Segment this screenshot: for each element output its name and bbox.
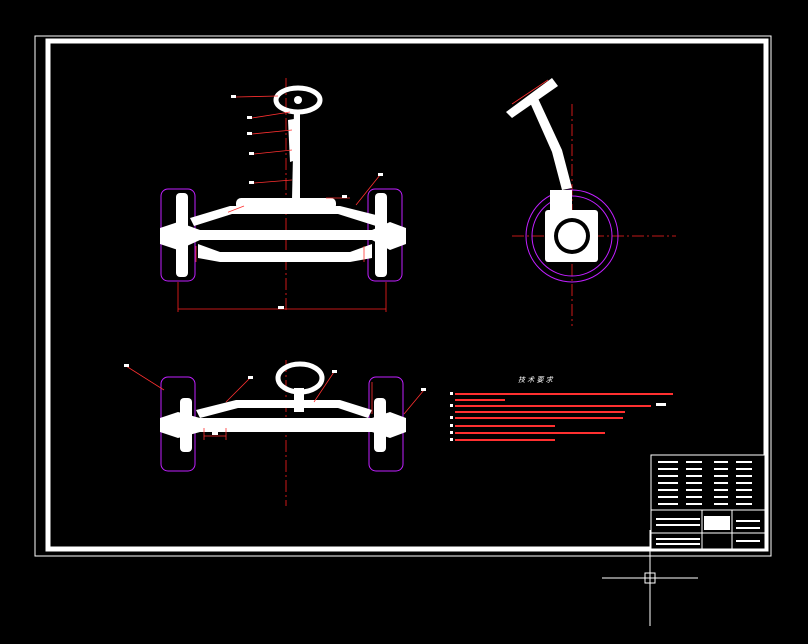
top-view bbox=[124, 360, 426, 506]
notes-heading: 技 术 要 求 bbox=[518, 376, 554, 384]
drawing-frame bbox=[45, 38, 769, 552]
technical-notes: 技 术 要 求 bbox=[450, 376, 673, 441]
front-view bbox=[160, 78, 406, 312]
steering-wheel bbox=[273, 85, 323, 115]
sheet-outer-border bbox=[34, 35, 772, 557]
top-view-steering-wheel bbox=[275, 361, 325, 395]
title-block bbox=[650, 454, 766, 550]
side-view bbox=[506, 78, 676, 326]
crosshair-cursor-icon bbox=[602, 530, 698, 626]
